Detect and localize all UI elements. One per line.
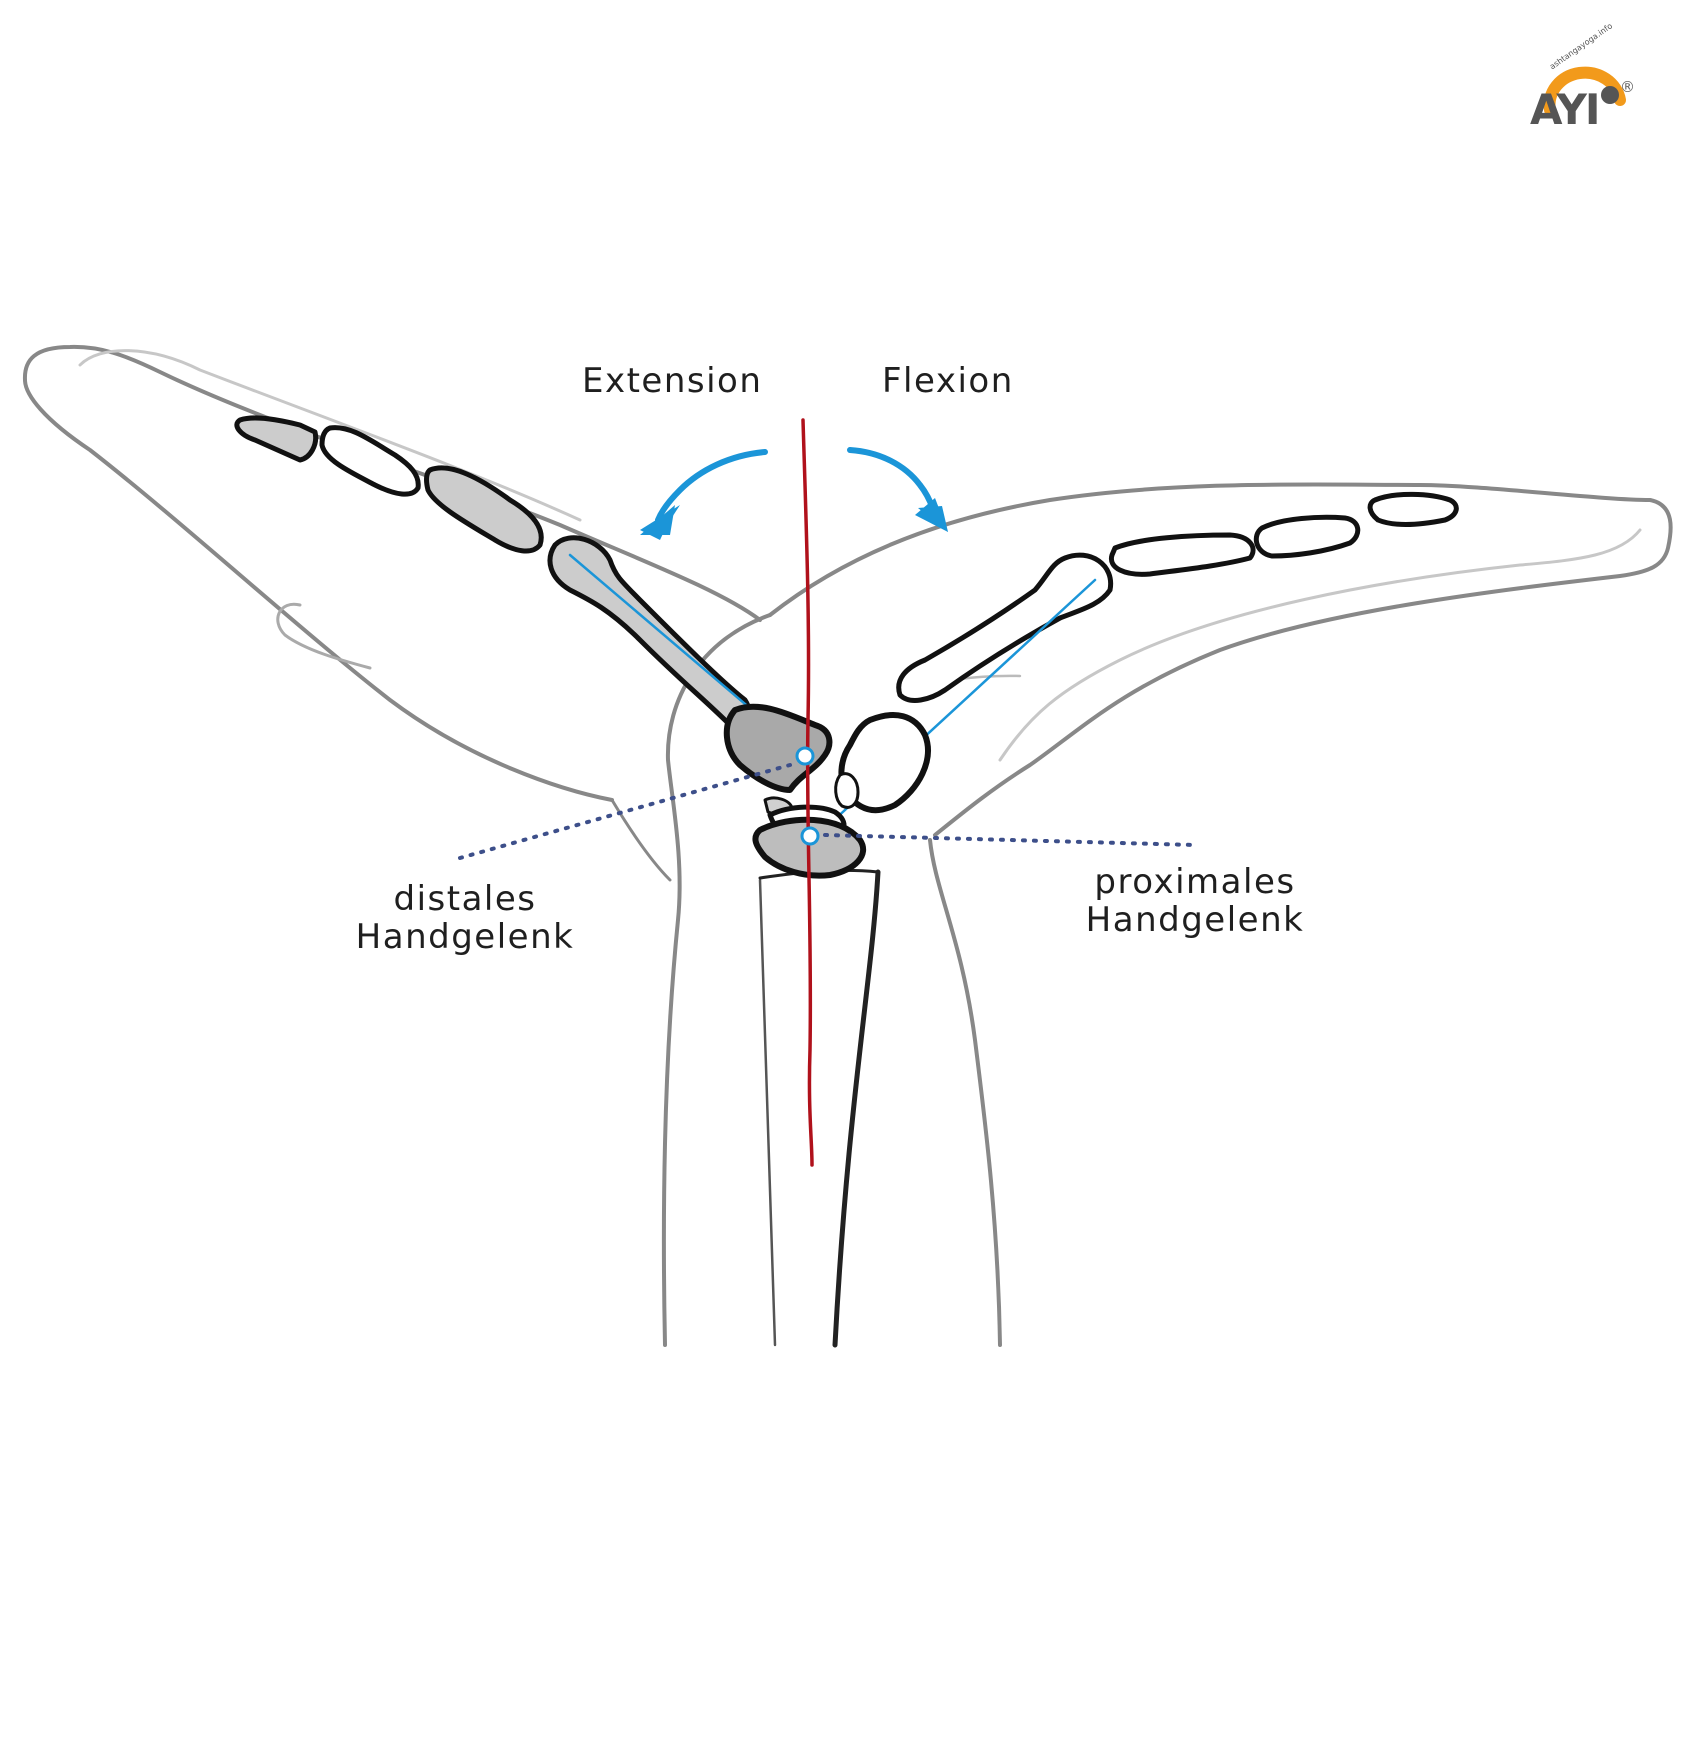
extended-distal-phalanx	[234, 415, 319, 463]
label-flexion: Flexion	[882, 361, 1014, 401]
flexed-hand	[768, 482, 1673, 837]
radius-bone	[758, 868, 881, 1348]
carpal-bones	[723, 703, 931, 879]
extended-proximal-phalanx	[424, 465, 544, 554]
label-distal-line1: distales	[393, 879, 537, 919]
flexed-hand-palm-line	[998, 528, 1642, 762]
distal-pointer-line	[458, 763, 792, 860]
label-extension: Extension	[582, 361, 763, 401]
flexed-hand-outline	[768, 482, 1673, 837]
distal-joint-marker	[795, 746, 815, 766]
forearm-outline	[661, 613, 1002, 1347]
logo-arc-icon	[1543, 66, 1626, 116]
extended-metacarpal	[547, 535, 752, 728]
extended-hand	[22, 344, 807, 882]
logo-letters: AYI	[1530, 85, 1601, 134]
logo-registered-mark: ®	[1620, 78, 1635, 96]
extended-hand-lower-curve	[610, 798, 672, 882]
flexed-metacarpal	[896, 552, 1114, 703]
extended-middle-phalanx	[319, 425, 421, 497]
proximal-pointer-line	[823, 833, 1197, 847]
label-proximal-wrist: proximales Handgelenk	[1080, 863, 1310, 939]
extended-hand-palm-line	[78, 349, 582, 522]
label-distal-wrist: distales Handgelenk	[350, 880, 580, 956]
flexion-arrow	[847, 447, 948, 532]
neutral-axis-line	[801, 418, 814, 1167]
flexed-distal-phalanx	[1367, 491, 1459, 528]
flexed-carpal-small	[834, 772, 860, 809]
flexed-finger-bones	[896, 491, 1459, 703]
label-proximal-line1: proximales	[1094, 862, 1296, 902]
extended-hand-outline	[22, 344, 762, 802]
label-distal-line2: Handgelenk	[355, 917, 575, 957]
extended-thumb-outline	[276, 602, 372, 670]
proximal-joint-marker	[800, 826, 820, 846]
flexed-middle-phalanx	[1253, 514, 1361, 559]
flexed-proximal-phalanx	[1108, 532, 1256, 577]
flexed-capitate	[838, 712, 931, 814]
extension-arrow	[640, 449, 768, 540]
extended-capitate	[723, 703, 833, 793]
label-proximal-line2: Handgelenk	[1085, 900, 1305, 940]
